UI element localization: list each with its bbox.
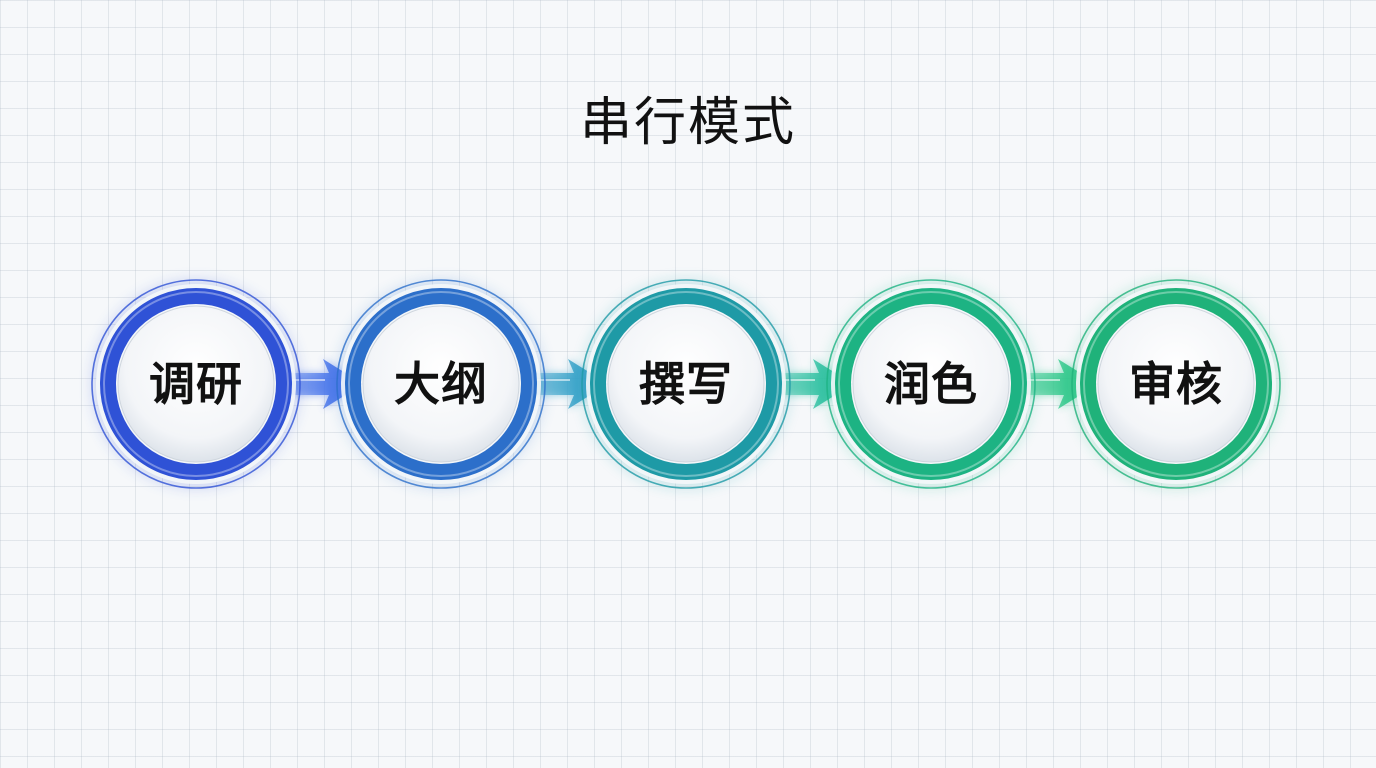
step-node-5 bbox=[1071, 279, 1281, 489]
step-label-5: 审核 bbox=[1129, 357, 1223, 411]
step-node-3 bbox=[581, 279, 791, 489]
step-label-1: 调研 bbox=[149, 357, 243, 411]
step-label-3: 撰写 bbox=[639, 357, 733, 411]
page-title: 串行模式 bbox=[579, 93, 796, 153]
step-node-4 bbox=[826, 279, 1036, 489]
step-label-2: 大纲 bbox=[394, 357, 488, 411]
nodes-layer bbox=[91, 279, 1281, 489]
step-node-1 bbox=[91, 279, 301, 489]
step-label-4: 润色 bbox=[884, 357, 978, 411]
step-node-2 bbox=[336, 279, 546, 489]
